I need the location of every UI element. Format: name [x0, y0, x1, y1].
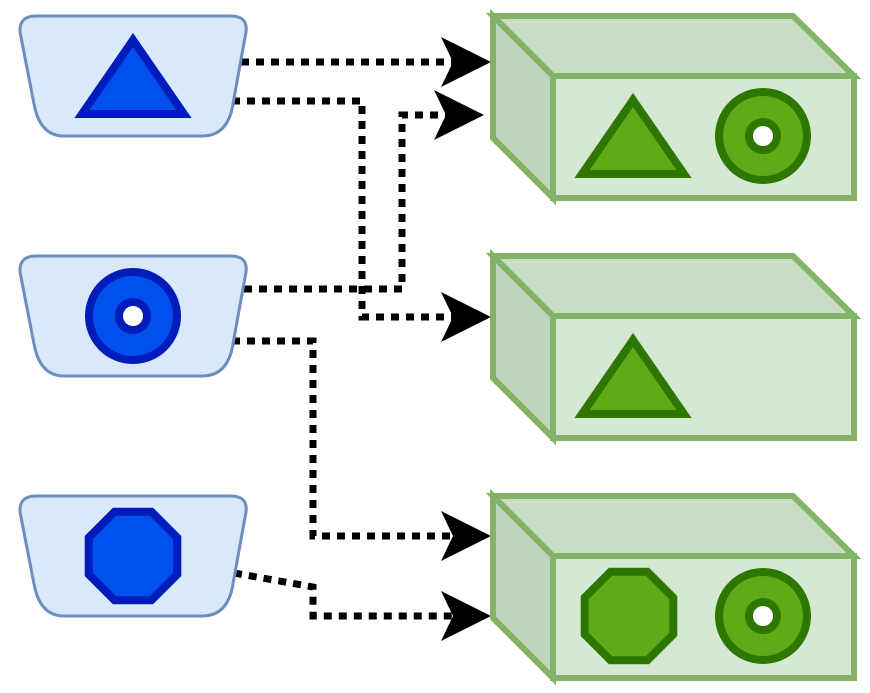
- ring-icon: [85, 268, 181, 364]
- arrowheads: [434, 37, 491, 641]
- source-ring[interactable]: [18, 254, 248, 378]
- ring-icon: [715, 88, 811, 184]
- triangle-icon: [574, 92, 692, 178]
- arrowhead-icon: [441, 511, 491, 561]
- connector-ring-to-box3[interactable]: [232, 337, 455, 540]
- connectors: [232, 58, 455, 620]
- targets: [485, 8, 862, 686]
- triangle-icon: [74, 32, 192, 118]
- arrowhead-icon: [434, 90, 484, 140]
- triangle-icon: [574, 332, 692, 418]
- ring-icon: [715, 568, 811, 664]
- connector-triangle-to-box2[interactable]: [232, 97, 455, 321]
- target-box-2[interactable]: [485, 248, 862, 446]
- octagon-icon: [580, 567, 678, 665]
- octagon-icon: [84, 507, 182, 605]
- connector-ring-to-box1[interactable]: [244, 111, 448, 293]
- arrowhead-icon: [441, 591, 491, 641]
- target-box-1[interactable]: [485, 8, 862, 206]
- arrowhead-icon: [441, 37, 491, 87]
- connector-octagon-to-box3[interactable]: [233, 569, 455, 620]
- source-triangle[interactable]: [18, 14, 248, 138]
- source-octagon[interactable]: [18, 494, 248, 618]
- box-front-face: [550, 313, 857, 441]
- arrowhead-icon: [441, 292, 491, 342]
- sources: [18, 14, 248, 618]
- target-box-3[interactable]: [485, 488, 862, 686]
